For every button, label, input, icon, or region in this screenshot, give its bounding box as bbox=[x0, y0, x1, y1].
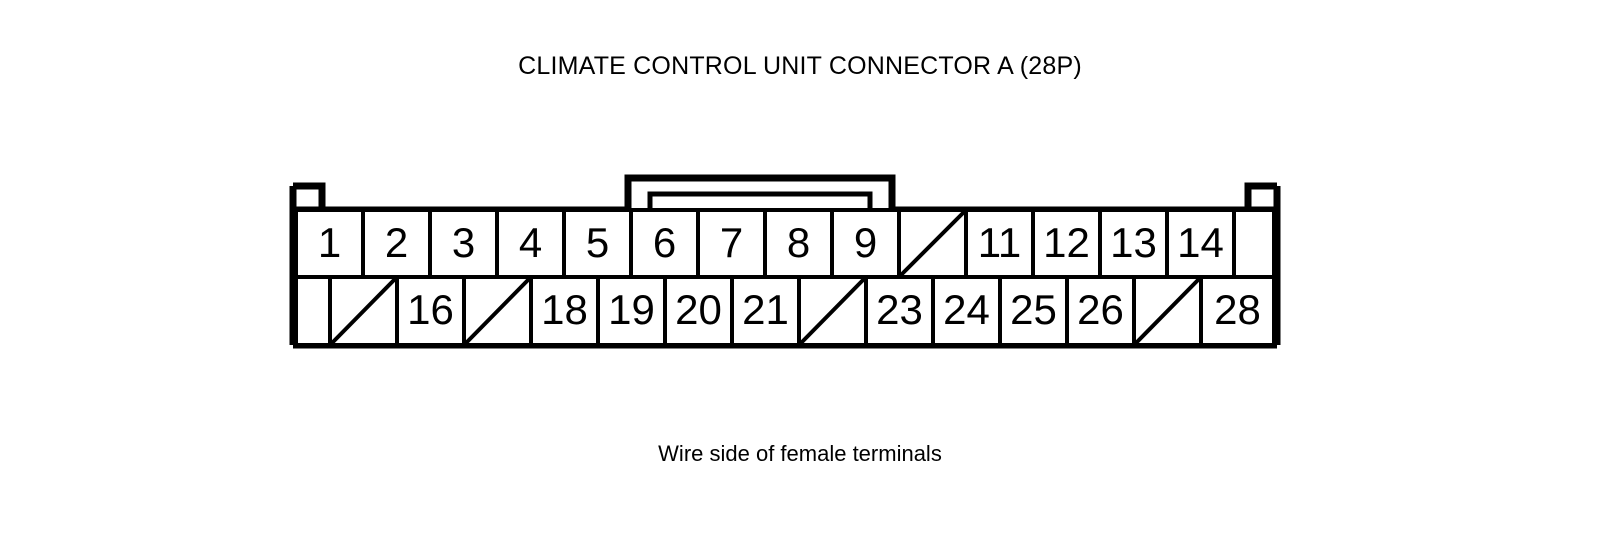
terminal-cell-20[interactable]: 20 bbox=[663, 275, 734, 347]
terminal-cell-9[interactable]: 9 bbox=[830, 208, 901, 279]
terminal-cell-24[interactable]: 24 bbox=[931, 275, 1002, 347]
terminal-pin-label: 28 bbox=[1214, 286, 1261, 333]
connector-diagram: 1 2 3 4 5 bbox=[270, 160, 1300, 370]
latch-tab bbox=[624, 174, 896, 210]
page-title: CLIMATE CONTROL UNIT CONNECTOR A (28P) bbox=[518, 52, 1082, 80]
terminal-row-bottom: 16 18 19 20 bbox=[294, 275, 1276, 347]
terminal-cell-1[interactable]: 1 bbox=[294, 208, 365, 279]
terminal-cell-5[interactable]: 5 bbox=[562, 208, 633, 279]
terminal-cell-18[interactable]: 18 bbox=[529, 275, 600, 347]
terminal-pin-label: 23 bbox=[876, 286, 923, 333]
housing-left-notch bbox=[293, 182, 326, 210]
terminal-cell-19[interactable]: 19 bbox=[596, 275, 667, 347]
terminal-cell-box bbox=[395, 275, 466, 347]
terminal-cell-box bbox=[1199, 275, 1276, 347]
terminal-pin-label: 7 bbox=[720, 219, 743, 266]
terminal-cell-23[interactable]: 23 bbox=[864, 275, 935, 347]
terminal-pin-label: 5 bbox=[586, 219, 609, 266]
unused-slash-icon bbox=[799, 277, 866, 345]
terminal-pin-label: 13 bbox=[1110, 219, 1157, 266]
housing-right-notch bbox=[1244, 182, 1277, 210]
terminal-pin-label: 8 bbox=[787, 219, 810, 266]
terminal-cell-14[interactable]: 14 bbox=[1165, 208, 1236, 279]
terminal-cell-15-unused[interactable] bbox=[328, 275, 399, 347]
terminal-pin-label: 25 bbox=[1010, 286, 1057, 333]
terminal-filler-cell-bottom-left bbox=[294, 275, 332, 347]
terminal-pin-label: 24 bbox=[943, 286, 990, 333]
unused-slash-icon bbox=[330, 277, 397, 345]
terminal-pin-label: 14 bbox=[1177, 219, 1224, 266]
terminal-cell-17-unused[interactable] bbox=[462, 275, 533, 347]
terminal-cell-10-unused[interactable] bbox=[897, 208, 968, 279]
terminal-pin-label: 12 bbox=[1043, 219, 1090, 266]
terminal-cell-box bbox=[998, 275, 1069, 347]
terminal-cell-27-unused[interactable] bbox=[1132, 275, 1203, 347]
terminal-pin-label: 26 bbox=[1077, 286, 1124, 333]
latch-inner-bracket bbox=[647, 191, 873, 210]
terminal-cell-box bbox=[931, 275, 1002, 347]
diagram-caption: Wire side of female terminals bbox=[658, 441, 942, 466]
terminal-pin-label: 18 bbox=[541, 286, 588, 333]
terminal-cell-7[interactable]: 7 bbox=[696, 208, 767, 279]
latch-outer-bracket bbox=[624, 174, 896, 210]
terminal-cell-25[interactable]: 25 bbox=[998, 275, 1069, 347]
terminal-cell-11[interactable]: 11 bbox=[964, 208, 1035, 279]
terminal-filler-cell-top-right bbox=[1232, 208, 1276, 279]
terminal-cell-box bbox=[529, 275, 600, 347]
terminal-cell-box bbox=[1165, 208, 1236, 279]
terminal-cell-13[interactable]: 13 bbox=[1098, 208, 1169, 279]
terminal-cell-21[interactable]: 21 bbox=[730, 275, 801, 347]
terminal-cell-box bbox=[830, 208, 901, 279]
connector-svg: 1 2 3 4 5 bbox=[289, 174, 1281, 349]
terminal-cell-26[interactable]: 26 bbox=[1065, 275, 1136, 347]
terminal-cell-2[interactable]: 2 bbox=[361, 208, 432, 279]
terminal-pin-label: 16 bbox=[407, 286, 454, 333]
terminal-cell-16[interactable]: 16 bbox=[395, 275, 466, 347]
terminal-cell-6[interactable]: 6 bbox=[629, 208, 700, 279]
terminal-pin-label: 1 bbox=[318, 219, 341, 266]
terminal-pin-label: 19 bbox=[608, 286, 655, 333]
terminal-row-top: 1 2 3 4 5 bbox=[294, 208, 1276, 279]
terminal-cell-4[interactable]: 4 bbox=[495, 208, 566, 279]
terminal-cell-8[interactable]: 8 bbox=[763, 208, 834, 279]
terminal-pin-label: 3 bbox=[452, 219, 475, 266]
unused-slash-icon bbox=[464, 277, 531, 345]
terminal-cell-3[interactable]: 3 bbox=[428, 208, 499, 279]
terminal-cell-12[interactable]: 12 bbox=[1031, 208, 1102, 279]
terminal-pin-label: 2 bbox=[385, 219, 408, 266]
unused-slash-icon bbox=[1134, 277, 1201, 345]
terminal-pin-label: 4 bbox=[519, 219, 542, 266]
terminal-pin-label: 6 bbox=[653, 219, 676, 266]
terminal-cell-22-unused[interactable] bbox=[797, 275, 868, 347]
terminal-pin-label: 20 bbox=[675, 286, 722, 333]
unused-slash-icon bbox=[899, 210, 966, 277]
terminal-pin-label: 11 bbox=[978, 219, 1022, 266]
terminal-cell-28[interactable]: 28 bbox=[1199, 275, 1276, 347]
terminal-pin-label: 21 bbox=[742, 286, 789, 333]
terminal-pin-label: 9 bbox=[854, 219, 877, 266]
